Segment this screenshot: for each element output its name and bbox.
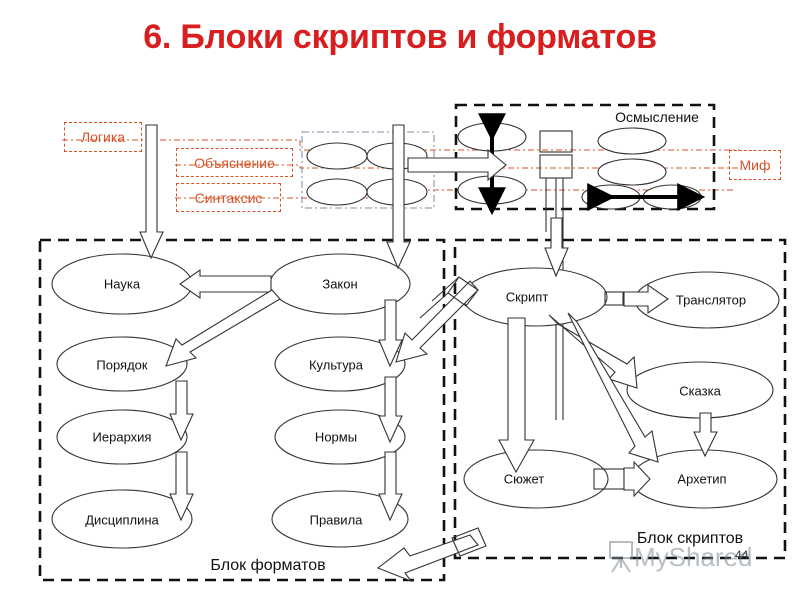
- tag-explanation: Объяснение: [176, 148, 293, 177]
- node-syuzhet: Сюжет: [503, 471, 545, 487]
- node-ierarhiya: Иерархия: [92, 429, 152, 445]
- page-number: 44: [735, 548, 749, 562]
- node-kultura: Культура: [308, 357, 364, 373]
- scripts-block-caption: Блок скриптов: [636, 530, 744, 547]
- page-title: 6. Блоки скриптов и форматов: [143, 18, 657, 56]
- node-disciplina: Дисциплина: [85, 512, 159, 528]
- tag-syntax: Синтаксис: [176, 183, 281, 212]
- node-nauka: Наука: [103, 276, 141, 292]
- formats-block-caption: Блок форматов: [210, 557, 326, 574]
- top-block-label: Осмысление: [615, 109, 699, 125]
- tag-logic-label: Логика: [80, 129, 126, 145]
- node-arhetip: Архетип: [677, 471, 727, 487]
- tag-syntax-label: Синтаксис: [194, 189, 263, 206]
- node-skript: Скрипт: [505, 289, 549, 305]
- node-pravila: Правила: [309, 512, 363, 528]
- tag-explanation-label: Объяснение: [194, 154, 275, 171]
- tag-myth: Миф: [729, 150, 781, 180]
- tag-logic: Логика: [64, 122, 142, 152]
- tag-myth-label: Миф: [739, 157, 771, 173]
- node-poryadok: Порядок: [96, 357, 148, 373]
- node-normy: Нормы: [314, 429, 358, 445]
- node-zakon: Закон: [322, 276, 358, 292]
- node-skazka: Сказка: [679, 383, 721, 399]
- node-translator: Транслятор: [675, 292, 747, 308]
